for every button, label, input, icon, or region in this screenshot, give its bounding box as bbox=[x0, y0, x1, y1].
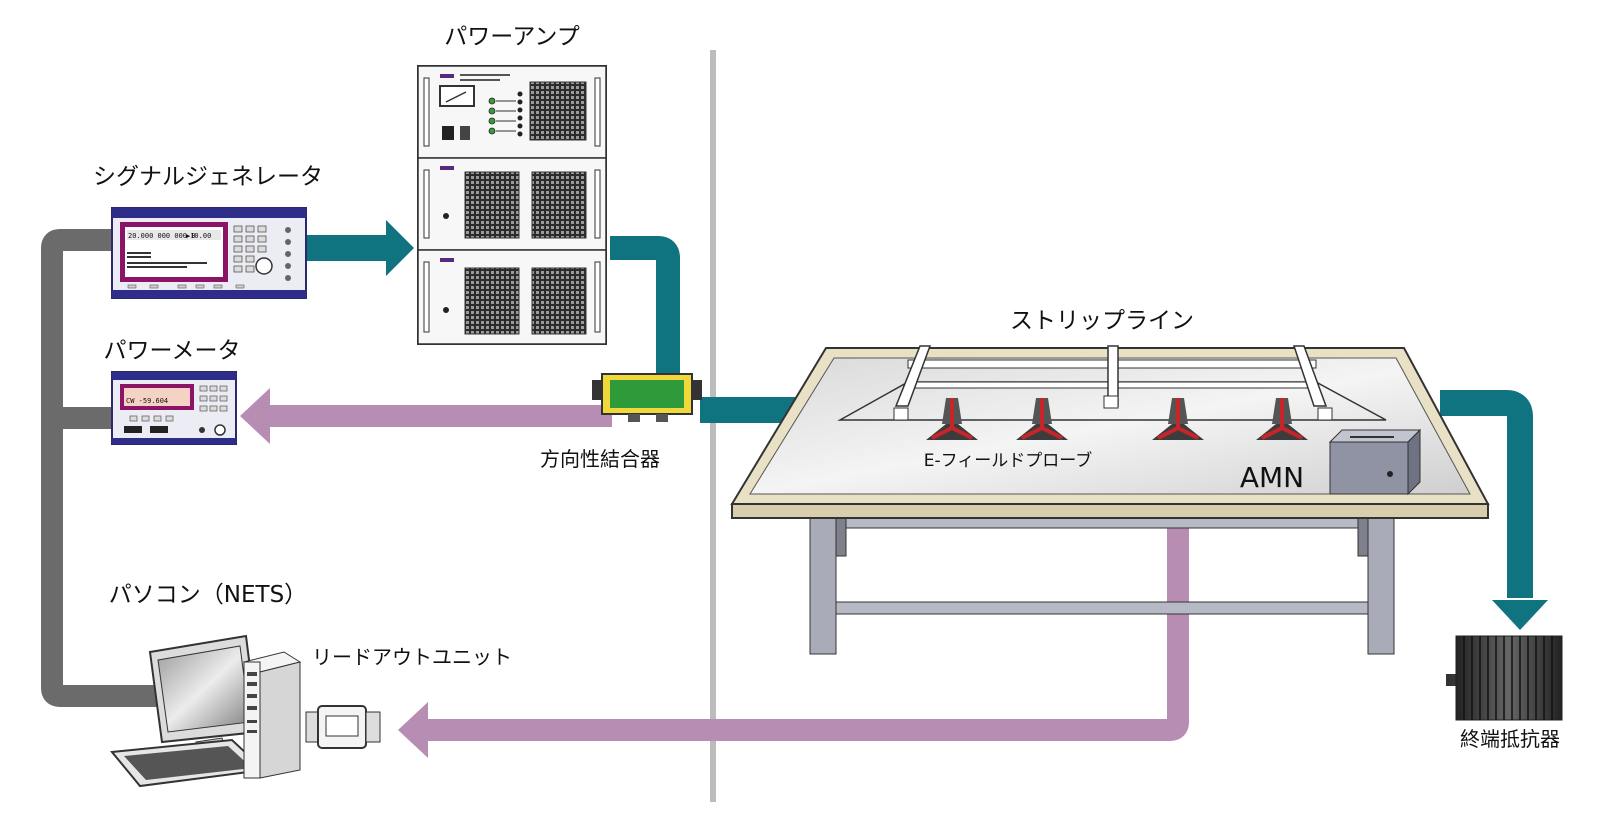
sg-display-level: ▶10.00 bbox=[186, 232, 211, 240]
readout-unit bbox=[305, 705, 381, 749]
label-termination: 終端抵抗器 bbox=[1460, 727, 1560, 751]
readback-path-probe bbox=[420, 448, 1189, 741]
e-field-probe-4 bbox=[1256, 398, 1308, 440]
label-stripline: ストリップライン bbox=[1010, 308, 1194, 334]
power-meter: CW -59.604 bbox=[111, 371, 237, 445]
readback-arrow-readout bbox=[398, 702, 428, 758]
pm-display: CW -59.604 bbox=[126, 397, 168, 405]
label-power-meter: パワーメータ bbox=[103, 338, 240, 364]
forward-arrow-amp bbox=[386, 220, 414, 276]
label-directional-coupler: 方向性結合器 bbox=[540, 447, 660, 471]
e-field-probe-2 bbox=[1016, 398, 1068, 440]
label-power-amp: パワーアンプ bbox=[444, 24, 579, 50]
power-amplifier bbox=[417, 65, 607, 345]
e-field-probe-3 bbox=[1152, 398, 1204, 440]
forward-path-strip-term bbox=[1440, 390, 1533, 598]
label-e-field-probe: E-フィールドプローブ bbox=[924, 450, 1093, 471]
label-amn: AMN bbox=[1240, 461, 1304, 494]
label-readout-unit: リードアウトユニット bbox=[312, 645, 512, 669]
stripline-table bbox=[730, 345, 1490, 655]
directional-coupler bbox=[592, 373, 702, 422]
amn-box bbox=[1328, 428, 1422, 496]
sg-display-frequency: 20.000 000 000 0 bbox=[128, 232, 195, 240]
termination-resistor bbox=[1446, 635, 1563, 721]
e-field-probe-1 bbox=[926, 398, 978, 440]
label-pc: パソコン（NETS） bbox=[109, 582, 307, 608]
label-signal-generator: シグナルジェネレータ bbox=[93, 164, 323, 190]
control-path bbox=[41, 229, 170, 707]
forward-path-amp-coupler bbox=[610, 236, 680, 380]
readback-arrow-pm bbox=[240, 388, 270, 444]
signal-generator: 20.000 000 000 0 ▶10.00 bbox=[111, 207, 307, 299]
personal-computer bbox=[110, 634, 302, 788]
forward-arrow-term bbox=[1492, 600, 1548, 630]
e-field-probes bbox=[926, 398, 1308, 440]
